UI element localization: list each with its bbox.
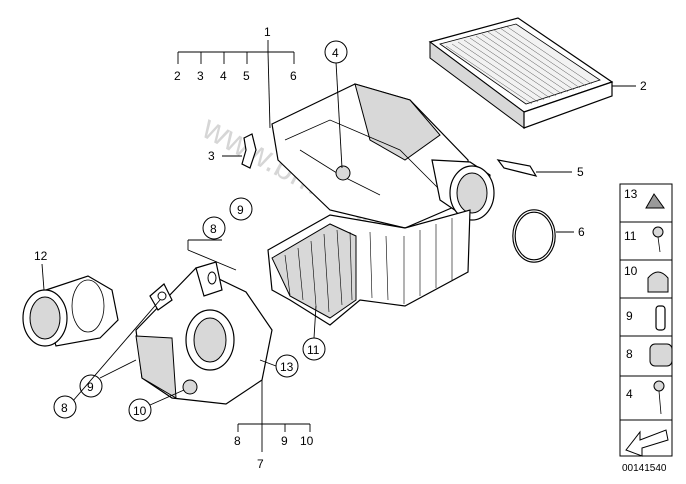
callout-10-circle: [128, 398, 152, 422]
callout-13: 13: [280, 360, 294, 374]
callout-8-top: 8: [210, 222, 217, 236]
callout-11: 11: [307, 343, 320, 357]
callout-4-circle: [324, 40, 348, 64]
legend-item: 8: [626, 347, 633, 361]
callout-8-circle-top: [202, 216, 226, 240]
clip-part-5: 5: [496, 159, 584, 179]
group-top-item: 6: [290, 69, 297, 83]
legend-item: 10: [624, 264, 638, 278]
callout-11-circle: [302, 337, 326, 361]
group-top-item: 4: [220, 69, 227, 83]
group-top-item: 3: [197, 69, 204, 83]
intake-duct-12: 12: [22, 249, 119, 347]
callout-5: 5: [577, 165, 584, 179]
legend-panel: 13 11 10 9 8 4 00141540: [619, 183, 673, 474]
callout-2: 2: [640, 79, 647, 93]
callout-6: 6: [578, 225, 585, 239]
clip-part-3: 3: [208, 133, 257, 169]
callout-9-circle-left: [79, 374, 103, 398]
seal-ring-6: 6: [512, 209, 585, 263]
callout-12: 12: [34, 249, 48, 263]
callout-7: 7: [257, 457, 264, 471]
group-bracket-bottom: 8 9 10 7: [234, 380, 314, 471]
group-bottom-item: 8: [234, 434, 241, 448]
callout-10-left: 10: [133, 404, 147, 418]
group-top-item: 5: [243, 69, 250, 83]
group-bracket-top: 1 2 3 4 5 6: [174, 25, 297, 129]
group-bottom-item: 9: [281, 434, 288, 448]
callout-9-top: 9: [237, 203, 244, 217]
legend-item: 11: [624, 229, 637, 243]
callout-1: 1: [264, 25, 271, 39]
air-filter-element: 2: [428, 17, 647, 129]
callout-9-left: 9: [87, 380, 94, 394]
legend-item: 9: [626, 309, 633, 323]
callout-3: 3: [208, 149, 215, 163]
callout-8-circle-left: [53, 395, 77, 419]
diagram-id: 00141540: [622, 463, 667, 474]
callout-8-left: 8: [61, 401, 68, 415]
arrow-icon: [625, 429, 669, 457]
legend-item: 4: [626, 387, 633, 401]
callout-13-circle: [275, 354, 299, 378]
air-box-housing: 4 11: [267, 40, 495, 361]
callout-9-circle-top: [229, 197, 253, 221]
silencer-housing-7: 8 9 9 8 10 13: [53, 197, 299, 422]
group-bottom-item: 10: [300, 434, 314, 448]
callout-4: 4: [332, 46, 339, 60]
legend-item: 13: [624, 187, 638, 201]
group-top-item: 2: [174, 69, 181, 83]
